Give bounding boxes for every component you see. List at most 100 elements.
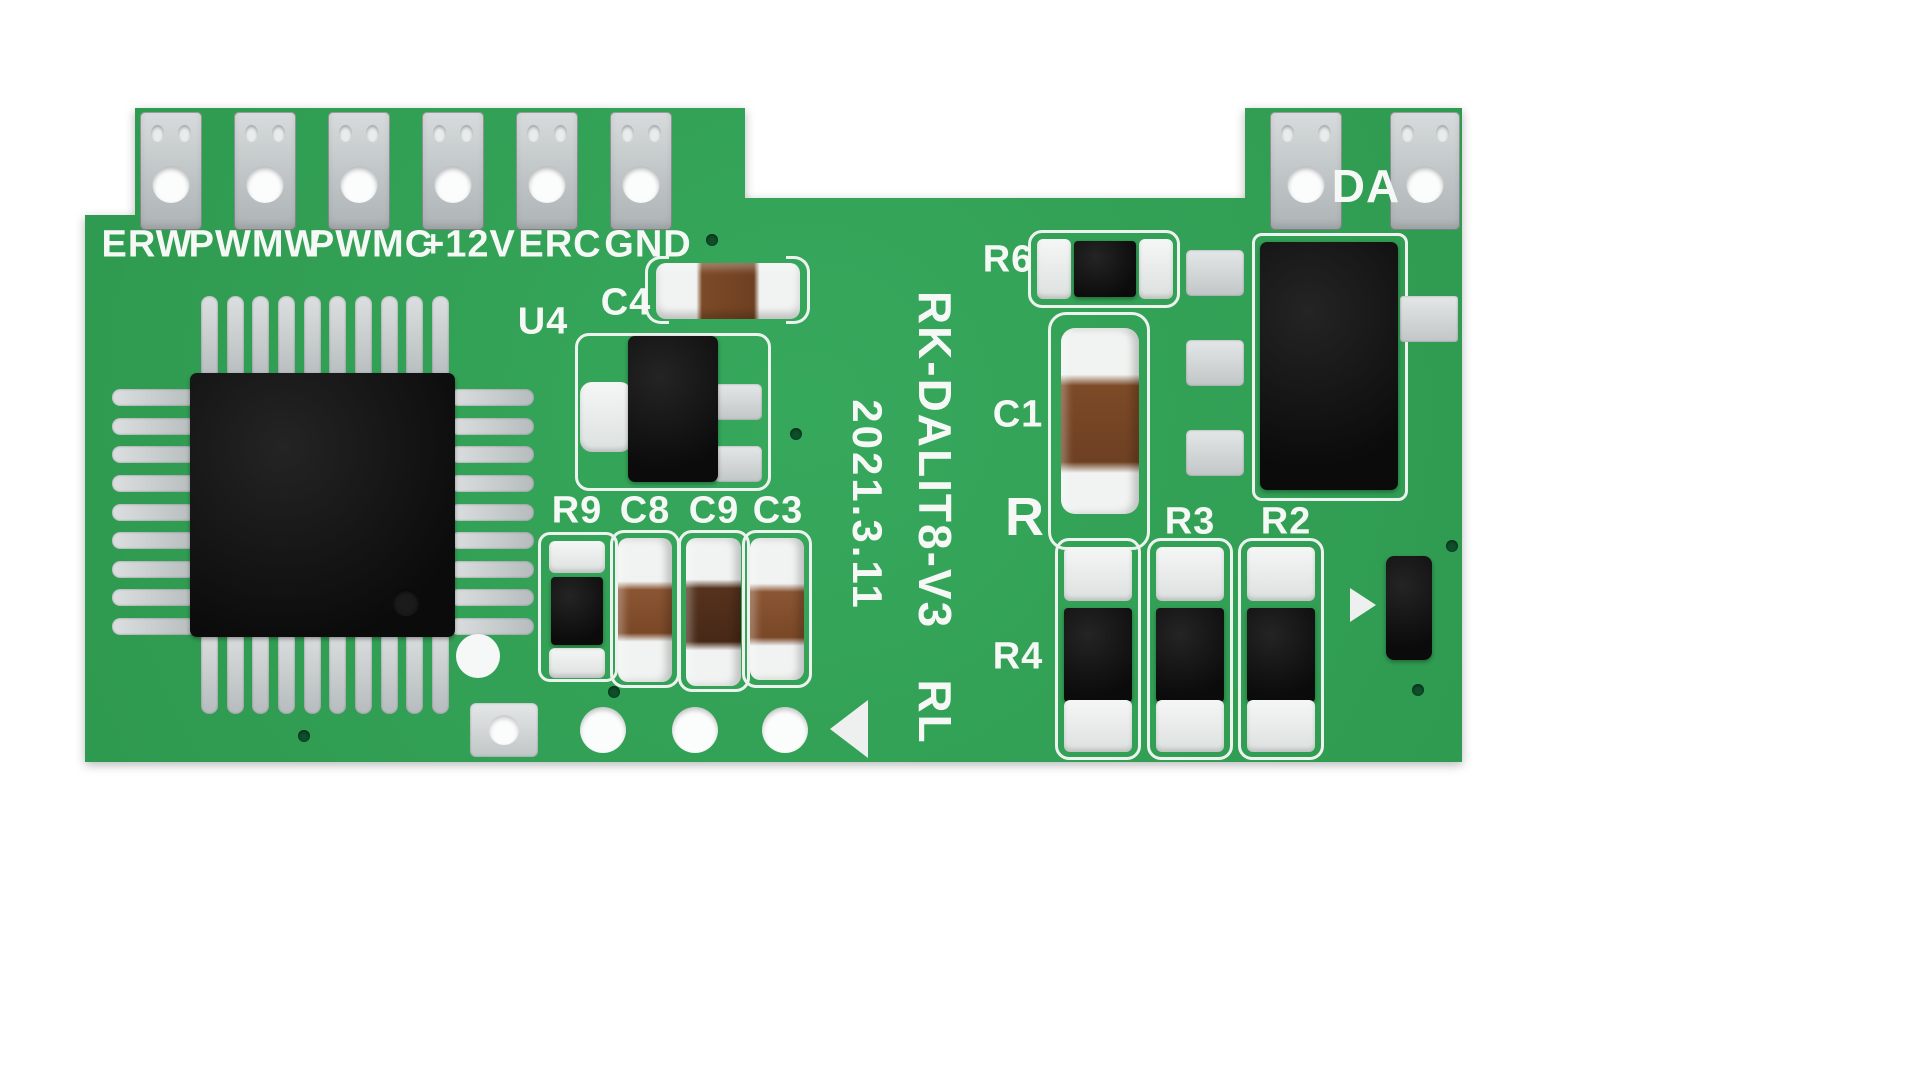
power-ic-tab (1400, 296, 1458, 342)
transistor (1386, 556, 1432, 660)
chip-pin (431, 630, 449, 714)
chip-pin (112, 618, 196, 635)
r3-outline (1147, 538, 1233, 760)
c8-capacitor (618, 538, 672, 682)
chip-pin (450, 618, 534, 635)
pad-hole (489, 715, 519, 745)
pin-label-12v: +12V (422, 223, 516, 266)
c4-outline-left (645, 256, 669, 324)
terminal-pad-erc (516, 112, 578, 230)
u4-pad-left (580, 382, 632, 452)
screw-hole (178, 125, 191, 142)
r6-resistor (1074, 241, 1136, 297)
r4-outline (1055, 538, 1141, 760)
r2-pad (1247, 700, 1315, 752)
screw-hole (554, 125, 567, 142)
chip-pin (450, 503, 534, 521)
chip-pin (201, 630, 218, 714)
chip-pin (450, 446, 534, 464)
pin-label-gnd: GND (604, 223, 692, 266)
screw-hole (527, 125, 540, 142)
c4-capacitor (656, 263, 800, 319)
screw-hole (1436, 125, 1449, 142)
terminal-pad-12v (422, 112, 484, 230)
wire-hole (434, 166, 472, 203)
designator-r4: R4 (992, 635, 1044, 678)
r4-pad (1064, 547, 1132, 601)
designator-c9: C9 (688, 489, 740, 532)
wire-hole (246, 166, 284, 203)
c1-capacitor (1061, 328, 1139, 514)
terminal-pad-gnd (610, 112, 672, 230)
via (1446, 540, 1458, 552)
screw-hole (339, 125, 352, 142)
chip-pin (112, 474, 196, 492)
designator-r2: R2 (1260, 500, 1312, 543)
chip-pin (380, 296, 398, 380)
designator-c1: C1 (992, 393, 1044, 436)
chip-pin (329, 296, 347, 380)
pin-label-erw: ERW (101, 223, 193, 266)
chip-pin (226, 630, 244, 714)
chip-pin (277, 630, 295, 714)
screw-hole (245, 125, 258, 142)
chip-pin (431, 296, 449, 380)
terminal-pad-pwmc (328, 112, 390, 230)
qfp-pins-bottom (201, 630, 449, 714)
wire-hole (1287, 166, 1325, 203)
model-suffix-marking: RL (909, 679, 961, 745)
qfp-pins-right (450, 389, 534, 635)
u4-chip (628, 336, 718, 482)
qfp-pins-left (112, 389, 196, 635)
c4-outline-right (786, 256, 810, 324)
terminal-pad-erw (140, 112, 202, 230)
r6-outline (1028, 230, 1180, 308)
chip-pin (252, 296, 270, 380)
pin-label-erc: ERC (518, 223, 602, 266)
chip-pin (112, 446, 196, 464)
wire-hole (622, 166, 660, 203)
u4-pad (714, 384, 762, 420)
designator-c8: C8 (619, 489, 671, 532)
pin1-dimple (393, 589, 419, 615)
chip-pin (450, 589, 534, 607)
mcu-chip (190, 373, 455, 637)
u4-pad (714, 446, 762, 482)
power-ic (1260, 242, 1398, 490)
via (608, 686, 620, 698)
pin-label-da: DA (1331, 160, 1401, 212)
designator-c3: C3 (752, 489, 804, 532)
via (790, 428, 802, 440)
screw-hole (460, 125, 473, 142)
chip-pin (354, 296, 372, 380)
power-ic-pad (1186, 250, 1244, 296)
wire-hole (340, 166, 378, 203)
chip-pin (354, 630, 372, 714)
chip-pin (450, 474, 534, 492)
chip-pin (303, 296, 321, 380)
chip-pin (450, 532, 534, 550)
designator-r6: R6 (982, 238, 1034, 281)
chip-pin (380, 630, 398, 714)
r2-pad (1247, 547, 1315, 601)
chip-pin (450, 560, 534, 578)
via (706, 234, 718, 246)
chip-pin (406, 630, 424, 714)
chip-pin (112, 560, 196, 578)
chip-pin (112, 389, 196, 406)
wire-hole (152, 166, 190, 203)
chip-pin (329, 630, 347, 714)
via (1412, 684, 1424, 696)
chip-pin (303, 630, 321, 714)
qfp-pins-top (201, 296, 449, 380)
chip-pin (450, 389, 534, 406)
r3-pad (1156, 700, 1224, 752)
solder-pad (762, 707, 808, 753)
screw-hole (433, 125, 446, 142)
polarity-arrow-icon (1350, 588, 1376, 622)
via (298, 730, 310, 742)
designator-u4: U4 (517, 300, 569, 343)
power-ic-outline (1252, 233, 1408, 501)
terminal-pad-da1 (1270, 112, 1342, 230)
